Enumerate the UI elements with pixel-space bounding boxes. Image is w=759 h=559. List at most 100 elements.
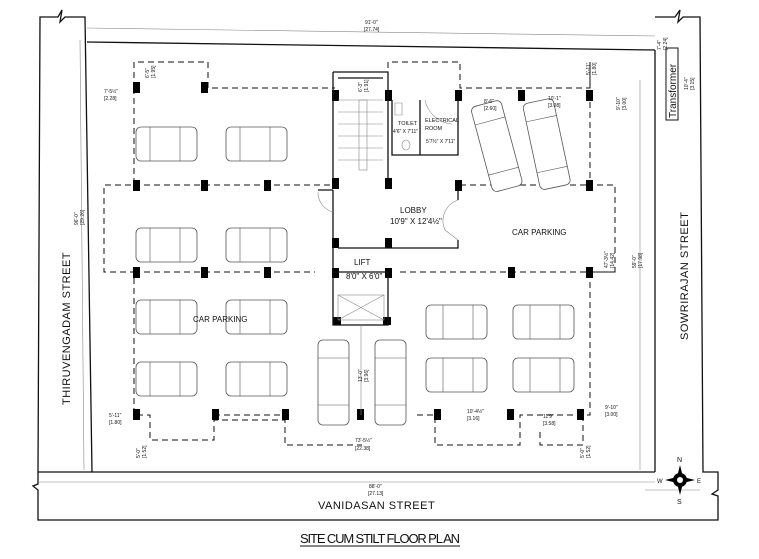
svg-text:5'-0": 5'-0" (580, 448, 586, 458)
electrical-room-label: ROOM (425, 126, 443, 132)
toilet-label: TOILET (398, 121, 418, 127)
left-dim-line (79, 39, 85, 471)
svg-text:W: W (657, 479, 663, 485)
svg-text:[17.98]: [17.98] (638, 252, 644, 268)
staircase (338, 99, 383, 171)
car-icon (135, 299, 198, 335)
bottom-street-label: VANIDASAN STREET (318, 500, 435, 512)
svg-text:[2.60]: [2.60] (484, 106, 497, 112)
lobby-side-door (442, 199, 459, 241)
core (317, 71, 459, 415)
electrical-label: ELECTRICAL (425, 118, 459, 124)
drawing-title: SITE CUM STILT FLOOR PL AN (300, 531, 460, 546)
right-street-label: SOWRIRAJAN STREET (679, 212, 691, 340)
plot-top-boundary (86, 41, 656, 51)
car-icon (135, 361, 198, 397)
lift-shaft (337, 294, 385, 321)
svg-text:[2.28]: [2.28] (104, 96, 117, 102)
svg-text:N: N (677, 457, 682, 464)
left-street-label: THIRUVENGADAM STREET (61, 252, 73, 405)
svg-text:[3.16]: [3.16] (467, 416, 480, 422)
svg-text:7'-4": 7'-4" (657, 40, 663, 50)
car-icon (374, 339, 407, 426)
svg-text:[3.15]: [3.15] (690, 77, 696, 90)
svg-text:9'-10": 9'-10" (616, 97, 622, 110)
car-icon (512, 304, 575, 340)
toilet-wc-icon (401, 139, 411, 151)
top-dim-line (86, 27, 656, 37)
svg-text:11'9": 11'9" (543, 414, 554, 420)
door-swing (424, 99, 453, 125)
car-parking-right-label: CAR PARKING (512, 228, 567, 237)
svg-text:88'-0": 88'-0" (369, 484, 382, 490)
svg-text:59'-0": 59'-0" (632, 255, 638, 268)
svg-text:[3.58]: [3.58] (543, 421, 556, 427)
svg-text:10'-1": 10'-1" (548, 96, 561, 102)
svg-text:6'-5": 6'-5" (145, 68, 151, 78)
svg-text:[1.52]: [1.52] (586, 445, 592, 458)
svg-text:5'-11": 5'-11" (109, 413, 122, 419)
columns (133, 82, 593, 420)
car-icon (512, 357, 575, 393)
car-icon (135, 126, 198, 162)
cars (135, 98, 575, 426)
left-street-band (37, 9, 93, 473)
car-icon (425, 304, 488, 340)
car-icon (135, 227, 198, 263)
electrical-size: 5'7½" X 7'11" (426, 138, 456, 145)
svg-text:[3.00]: [3.00] (622, 97, 628, 110)
svg-text:47'-3½": 47'-3½" (603, 251, 610, 268)
svg-text:[29.26]: [29.26] (80, 209, 86, 225)
toilet-size: 4'6" X 7'11" (393, 129, 418, 135)
lobby-door-swing (317, 191, 334, 213)
site-boundary (31, 9, 719, 521)
svg-text:[2.24]: [2.24] (663, 37, 669, 50)
svg-text:[22.38]: [22.38] (355, 446, 371, 452)
svg-text:5'-0": 5'-0" (136, 448, 142, 458)
svg-text:[3.00]: [3.00] (605, 412, 618, 418)
svg-text:[1.95]: [1.95] (151, 65, 157, 78)
svg-text:[27.74]: [27.74] (364, 27, 380, 33)
right-bottom-street-band (31, 9, 719, 521)
transformer-label: Transformer (668, 63, 679, 118)
svg-text:[1.80]: [1.80] (109, 420, 122, 426)
lobby-size: 10'9" X 12'4½" (390, 217, 442, 226)
room-labels: LOBBY 10'9" X 12'4½" LIFT 8'0" X 6'0" TO… (193, 118, 567, 324)
svg-text:[1.80]: [1.80] (592, 62, 598, 75)
svg-text:13'-0": 13'-0" (358, 369, 364, 382)
car-icon (522, 98, 571, 190)
svg-text:[3.08]: [3.08] (548, 103, 561, 109)
car-icon (225, 227, 288, 263)
dimension-labels: 91'-0" [27.74] 96'-0" [29.26] 59'-0" [17… (74, 20, 696, 497)
lobby-label: LOBBY (400, 206, 427, 215)
car-parking-left-label: CAR PARKING (193, 315, 248, 324)
svg-text:S: S (677, 499, 682, 506)
svg-text:10'-4": 10'-4" (684, 77, 690, 90)
svg-text:6'-3": 6'-3" (358, 82, 364, 92)
svg-text:E: E (697, 479, 701, 485)
svg-text:[1.52]: [1.52] (142, 445, 148, 458)
svg-text:8'-6": 8'-6" (484, 99, 494, 105)
transformer-box (665, 47, 679, 121)
svg-text:91'-0": 91'-0" (365, 20, 378, 26)
north-arrow-icon: N S E W (657, 457, 701, 506)
svg-text:10'-4½": 10'-4½" (467, 408, 484, 415)
toilet-sink-icon (394, 102, 403, 116)
svg-text:7'-5½": 7'-5½" (104, 88, 118, 95)
svg-text:96'-0": 96'-0" (74, 212, 80, 225)
svg-text:9'-10": 9'-10" (605, 405, 618, 411)
lift-size: 8'0" X 6'0" (346, 272, 382, 281)
car-icon (317, 339, 350, 426)
svg-text:[14.42]: [14.42] (610, 252, 616, 268)
lift-label: LIFT (354, 258, 371, 267)
car-icon (225, 361, 288, 397)
svg-text:73'-5½": 73'-5½" (355, 437, 372, 444)
svg-text:[27.13]: [27.13] (368, 491, 384, 497)
svg-text:5'-11": 5'-11" (586, 62, 592, 75)
car-icon (425, 357, 488, 393)
car-icon (225, 299, 288, 335)
svg-text:[1.91]: [1.91] (364, 79, 370, 92)
car-icon (225, 126, 288, 162)
car-icon (471, 100, 523, 192)
